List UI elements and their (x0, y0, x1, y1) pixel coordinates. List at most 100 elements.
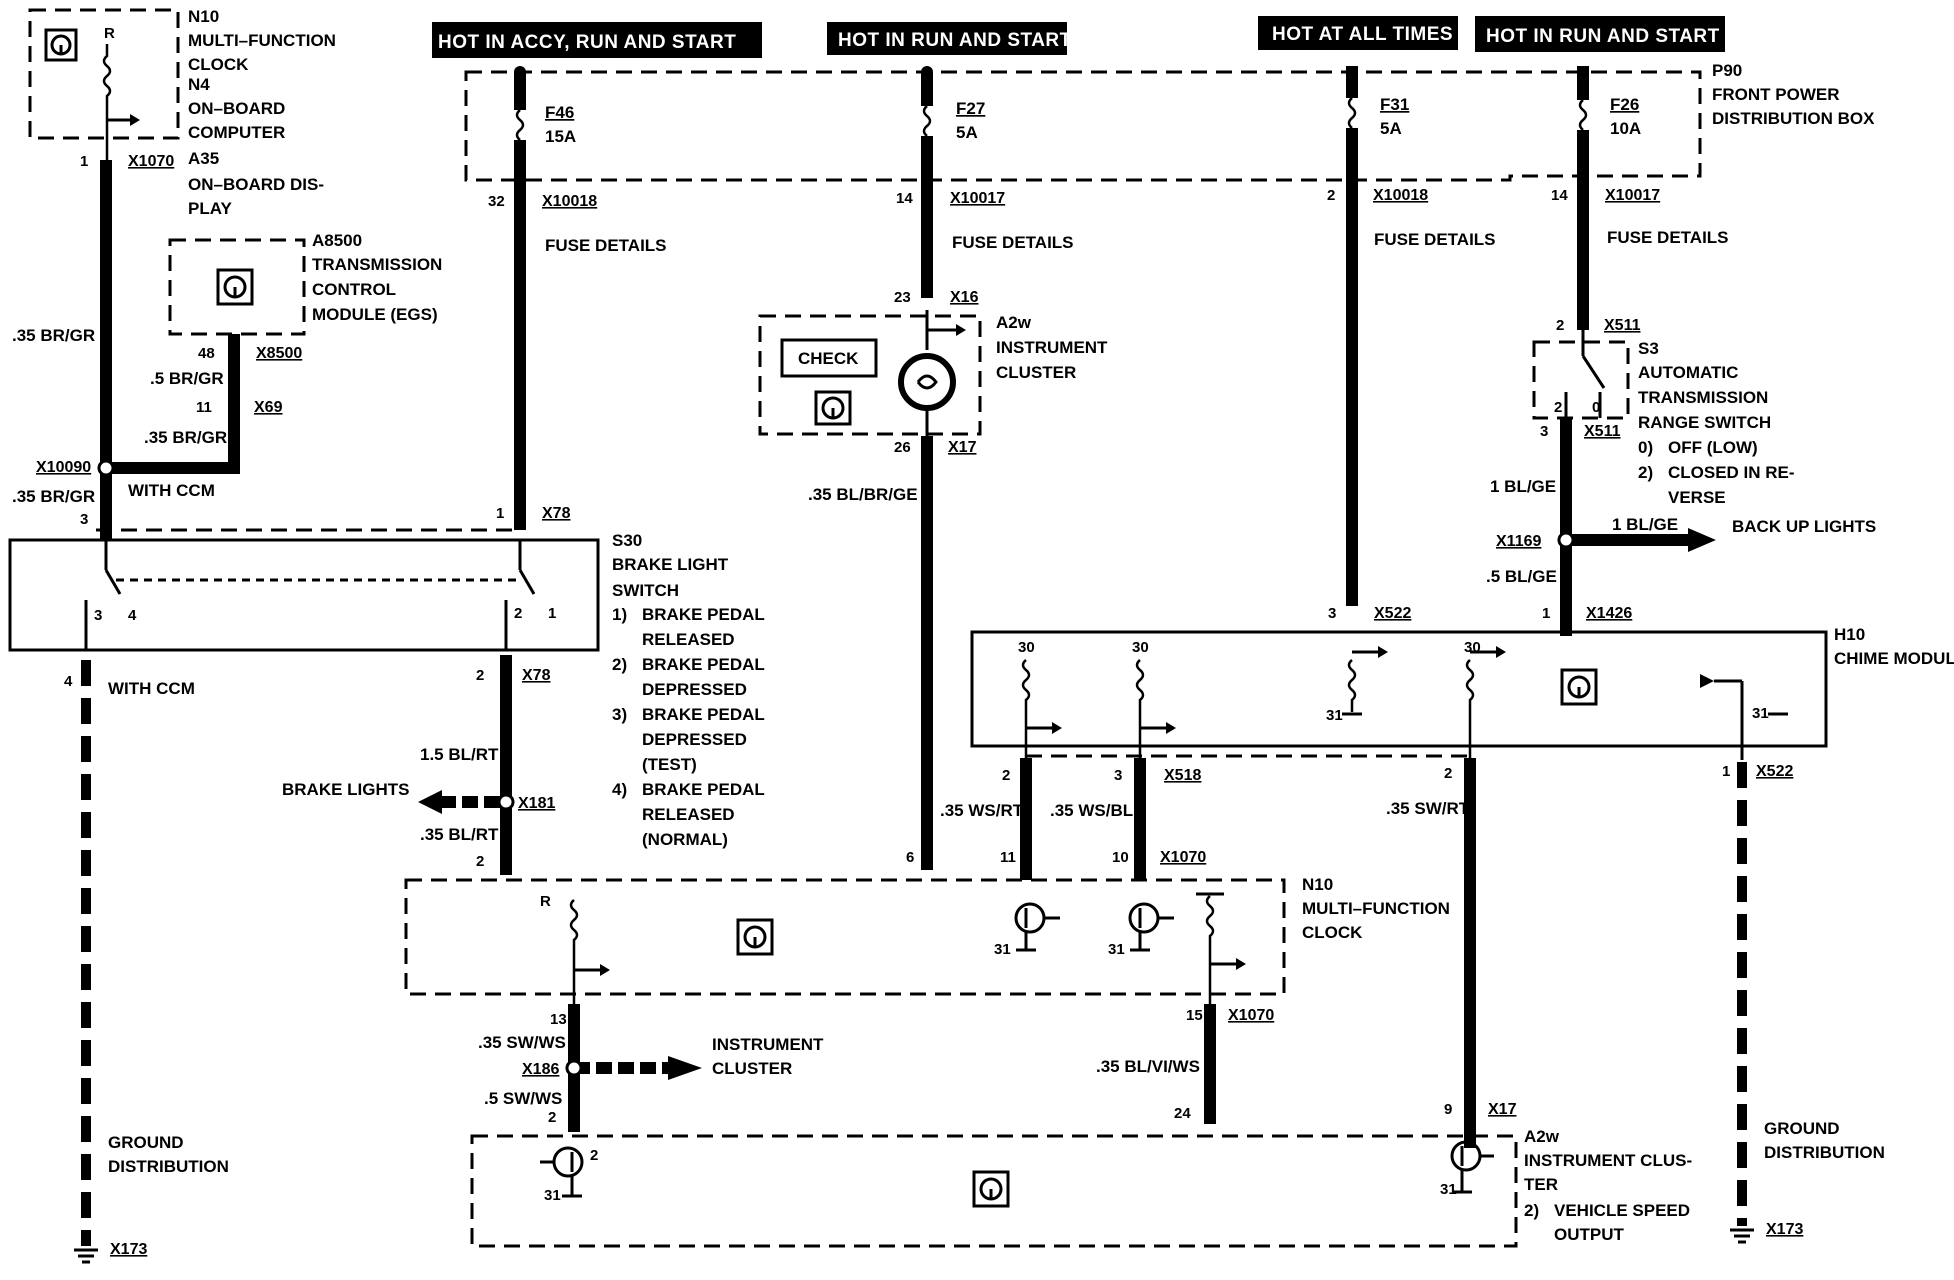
chime-resistor-c (1347, 659, 1357, 712)
fuse-f46-pin: 32 (488, 193, 505, 210)
ground-dist-left-2: DISTRIBUTION (108, 1157, 229, 1176)
fuse-f31-details: FUSE DETAILS (1374, 230, 1496, 249)
s30-pin-1b: 1 (548, 605, 556, 622)
s3-label-1: AUTOMATIC (1638, 363, 1738, 382)
ic-label-2: CLUSTER (712, 1059, 792, 1078)
tcm-conn-x69: X69 (254, 399, 283, 416)
s3-conn-2: X511 (1584, 423, 1621, 440)
s30-state-1b: RELEASED (642, 630, 735, 649)
clock-name: N10 (1302, 875, 1333, 894)
n4-label-1: ON–BOARD (188, 99, 285, 118)
chime-resistor-d (1465, 659, 1475, 760)
banner-run-2: HOT IN RUN AND START (1475, 16, 1725, 52)
s30-state-4c: (NORMAL) (642, 830, 728, 849)
chime-name: H10 (1834, 625, 1865, 644)
wire-bl-ge-label-2: 1 BL/GE (1612, 515, 1678, 534)
s3-box (1532, 340, 1630, 420)
fusebox-name: P90 (1712, 61, 1742, 80)
n10-pin-1: 1 (80, 153, 88, 170)
s30-label-1: BRAKE LIGHT (612, 555, 729, 574)
clock-r-label: R (540, 893, 551, 910)
cluster-bottom-pin-2: 2 (590, 1147, 598, 1164)
s30-state-1n: 1) (612, 605, 627, 624)
ground-right-conn: X173 (1766, 1221, 1803, 1238)
s30-state-3b: DEPRESSED (642, 730, 747, 749)
s30-pin-3b: 3 (94, 607, 102, 624)
cluster-transistor-b (1450, 1140, 1494, 1194)
svg-text:HOT IN RUN AND START: HOT IN RUN AND START (1486, 26, 1720, 47)
chime-module-box (970, 630, 1828, 748)
s30-label-2: SWITCH (612, 581, 679, 600)
s3-state-2a: CLOSED IN RE- (1668, 463, 1795, 482)
wire-sw-rt-label: .35 SW/RT (1386, 799, 1470, 818)
cluster-bottom-t31-a: 31 (544, 1187, 561, 1204)
fuse-f31-conn: X10018 (1373, 187, 1428, 204)
clock-steering-wheel-icon (736, 918, 774, 956)
conn-x186: X186 (522, 1061, 559, 1078)
tcm-label-2: CONTROL (312, 280, 396, 299)
bottom-pin-9: 9 (1444, 1101, 1452, 1118)
chime-pin-3: 3 (1328, 605, 1336, 622)
n10-resistor (102, 44, 112, 170)
s30-conn-top: X78 (542, 505, 571, 522)
cluster-bottom-name: A2w (1524, 1127, 1560, 1146)
s3-sw-0: 0 (1592, 399, 1600, 416)
clock-pin-13: 13 (550, 1011, 567, 1028)
chime-label: CHIME MODULE (1834, 649, 1954, 668)
s30-state-3a: BRAKE PEDAL (642, 705, 765, 724)
ground-dist-left-1: GROUND (108, 1133, 184, 1152)
bottom-pin-24: 24 (1174, 1105, 1191, 1122)
clock-pin-11: 11 (1000, 849, 1016, 866)
ground-dist-right-1: GROUND (1764, 1119, 1840, 1138)
cluster-transistor-a (540, 1146, 584, 1198)
clock-pin-6: 6 (906, 849, 914, 866)
tcm-wire-label-2: .35 BR/GR (144, 428, 227, 447)
s30-state-2n: 2) (612, 655, 627, 674)
steering-wheel-icon (44, 28, 78, 62)
s30-state-2a: BRAKE PEDAL (642, 655, 765, 674)
chime-t30-a: 30 (1018, 639, 1035, 656)
ground-dist-right-2: DISTRIBUTION (1764, 1143, 1885, 1162)
backup-lights-arrow-icon (1688, 528, 1716, 552)
tcm-conn-x8500: X8500 (256, 345, 302, 362)
bottom-pin-2: 2 (548, 1109, 556, 1126)
fusebox-label-1: FRONT POWER (1712, 85, 1840, 104)
s30-state-1a: BRAKE PEDAL (642, 605, 765, 624)
ground-left-conn: X173 (110, 1241, 147, 1258)
fuse-f46-conn: X10018 (542, 193, 597, 210)
tcm-name: A8500 (312, 231, 362, 250)
chime-t31-a: 31 (1326, 707, 1343, 724)
chime-conn-x522b: X522 (1756, 763, 1793, 780)
backup-lights-label: BACK UP LIGHTS (1732, 517, 1876, 536)
check-indicator (780, 338, 878, 378)
ic-label-1: INSTRUMENT (712, 1035, 824, 1054)
n10-label-2: CLOCK (188, 55, 249, 74)
tcm-steering-wheel-icon (216, 268, 254, 306)
s30-pin-4b: 4 (64, 673, 73, 690)
s3-name: S3 (1638, 339, 1659, 358)
chime-conn-x518: X518 (1164, 767, 1201, 784)
fuse-f31-pin: 2 (1327, 187, 1335, 204)
conn-x181: X181 (518, 795, 555, 812)
chime-pin-1-top: 1 (1542, 605, 1550, 622)
cluster-top-box (758, 314, 982, 436)
s3-state-2n: 2) (1638, 463, 1653, 482)
with-ccm-label-2: WITH CCM (108, 679, 195, 698)
banner-run-1: HOT IN RUN AND START (827, 22, 1071, 55)
wire-ws-bl-label: .35 WS/BL (1050, 801, 1133, 820)
wire-br-gr-label: .35 BR/GR (12, 326, 95, 345)
cluster-bottom-t31-b: 31 (1440, 1181, 1457, 1198)
n10-n4-box (28, 8, 180, 140)
wire-ws-rt-label: .35 WS/RT (940, 801, 1024, 820)
wire-bl-vi-ws-label: .35 BL/VI/WS (1096, 1057, 1200, 1076)
clock-box (404, 878, 1286, 996)
with-ccm-label: WITH CCM (128, 481, 215, 500)
chime-pin-3b: 3 (1114, 767, 1122, 784)
cluster-bottom-label-2: TER (1524, 1175, 1558, 1194)
clock-transistor-a (1014, 902, 1060, 952)
s3-state-2b: VERSE (1668, 488, 1726, 507)
s30-pin-4: 4 (128, 607, 137, 624)
banner-accy: HOT IN ACCY, RUN AND START (432, 22, 762, 58)
clock-t31-a: 31 (994, 941, 1011, 958)
